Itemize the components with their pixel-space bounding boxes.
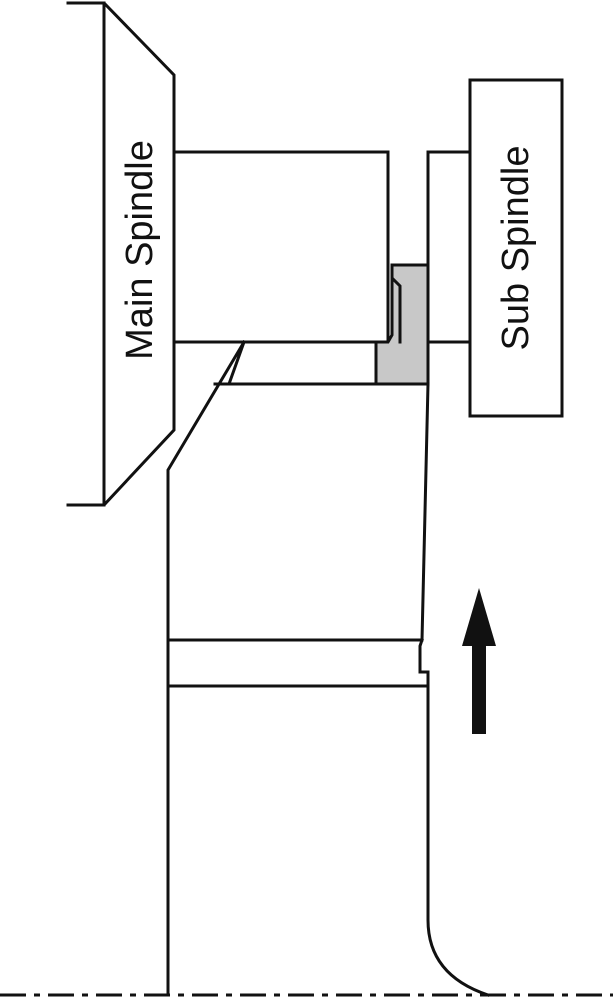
sub-spindle-collet (426, 150, 472, 344)
workpiece (172, 150, 390, 344)
insert-edge (390, 263, 402, 344)
arrow-up-icon (462, 588, 496, 734)
main-spindle-chuck (66, 1, 176, 507)
sub-spindle-body (468, 78, 564, 418)
cutting-insert (374, 263, 430, 386)
main-spindle-label: Main Spindle (119, 140, 161, 360)
tool-shank (166, 684, 490, 997)
sub-spindle-label: Sub Spindle (495, 146, 537, 351)
clamp-band (166, 638, 430, 688)
tool-holder (166, 339, 430, 642)
